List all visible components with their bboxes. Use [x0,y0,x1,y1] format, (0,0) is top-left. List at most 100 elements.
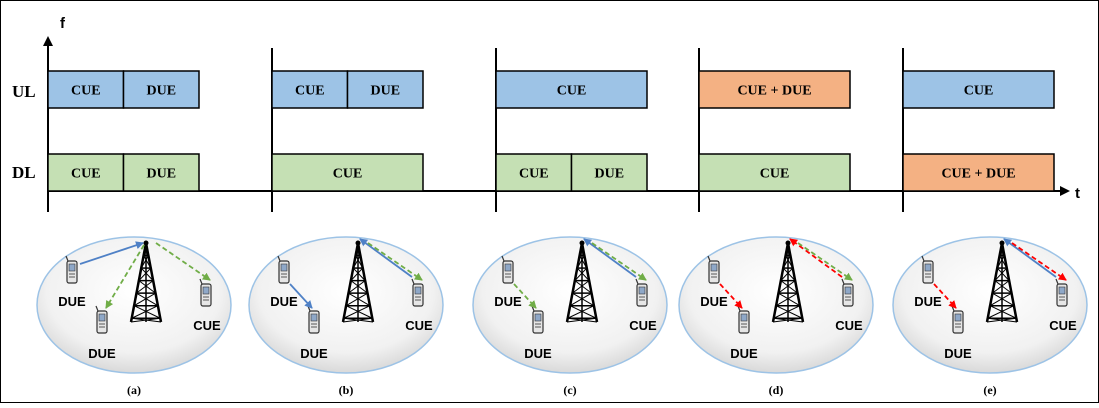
uplink-row-label: UL [12,82,36,101]
link-arrow [367,242,423,281]
due-label: DUE [300,346,328,361]
cue-label: CUE [629,318,657,333]
resource-block-rect [902,70,1055,109]
resource-block-rect [271,153,424,192]
panel-caption: (d) [769,383,784,397]
due-label: DUE [270,294,298,309]
resource-block-label: DUE [146,84,176,99]
base-station-tower-icon [771,240,805,323]
panel-caption: (b) [339,383,354,397]
block-ul-b-1: DUE [346,70,424,109]
resource-block-label: CUE [964,84,994,99]
resource-block-rect [346,70,424,109]
cue-device-icon [199,278,212,307]
panel-caption: (c) [563,383,576,397]
link-arrow [513,283,537,309]
due-device-icon [737,305,750,334]
panel-caption: (a) [127,383,141,397]
cue-device-icon [411,278,424,307]
resource-block-label: DUE [594,167,624,182]
due-device-icon [95,305,108,334]
resource-block-label: CUE [295,84,325,99]
link-arrow [933,283,957,309]
block-ul-a-1: DUE [122,70,200,109]
scene-d: DUE DUE CUE (d) [678,236,874,397]
due-label: DUE [524,346,552,361]
frequency-axis-label: f [60,15,66,32]
block-dl-a-1: DUE [122,153,200,192]
block-ul-b-0: CUE [271,70,349,109]
link-arrow [583,238,637,278]
due-label: DUE [88,346,116,361]
due-label: DUE [58,294,86,309]
resource-block-rect [122,153,200,192]
resource-block-label: CUE [333,167,363,182]
resource-block-rect [902,153,1055,192]
link-arrow [797,242,853,281]
resource-block-label: CUE + DUE [737,84,811,99]
due-label: DUE [914,294,942,309]
due-label: DUE [700,294,728,309]
scene-c: DUE DUE CUE (c) [472,236,668,397]
block-dl-a-0: CUE [47,153,125,192]
cue-label: CUE [835,318,863,333]
due-device-icon [277,255,290,284]
block-ul-a-0: CUE [47,70,125,109]
link-arrow [289,283,313,309]
base-station-tower-icon [129,240,163,323]
link-arrow [155,242,211,281]
block-ul-d-0: CUE + DUE [698,70,851,109]
block-dl-c-1: DUE [570,153,648,192]
resource-block-rect [495,153,573,192]
resource-block-label: CUE [519,167,549,182]
resource-block-label: DUE [146,167,176,182]
due-label: DUE [944,346,972,361]
link-arrow [1011,242,1067,281]
cue-device-icon [635,278,648,307]
base-station-tower-icon [341,240,375,323]
link-arrow [591,242,647,281]
resource-block-rect [495,70,648,109]
block-dl-c-0: CUE [495,153,573,192]
resource-block-rect [47,70,125,109]
resource-block-label: CUE + DUE [941,167,1015,182]
block-dl-d-0: CUE [698,153,851,192]
due-device-icon [65,255,78,284]
cue-label: CUE [1049,318,1077,333]
link-arrow [79,241,144,265]
due-device-icon [501,255,514,284]
link-arrow [719,283,743,309]
resource-block-rect [698,153,851,192]
due-device-icon [921,255,934,284]
link-arrow [359,238,413,278]
resource-block-rect [122,70,200,109]
block-ul-e-0: CUE [902,70,1055,109]
resource-block-label: DUE [370,84,400,99]
resource-block-rect [570,153,648,192]
downlink-row-label: DL [12,163,36,182]
resource-block-label: CUE [71,167,101,182]
block-dl-b-0: CUE [271,153,424,192]
due-device-icon [707,255,720,284]
resource-blocks: CUE DUE CUE DUE CUE DUE CUE CUE CUE DUE CUE + DUE C… [47,70,1055,192]
base-station-tower-icon [985,240,1019,323]
resource-block-label: CUE [760,167,790,182]
link-arrow [789,238,843,278]
due-label: DUE [730,346,758,361]
block-dl-e-0: CUE + DUE [902,153,1055,192]
resource-block-rect [698,70,851,109]
due-label: DUE [494,294,522,309]
link-arrow [1003,238,1057,278]
link-arrow [105,244,145,309]
block-ul-c-0: CUE [495,70,648,109]
panel-caption: (e) [983,383,996,397]
resource-block-label: CUE [71,84,101,99]
cue-device-icon [841,278,854,307]
resource-block-label: CUE [557,84,587,99]
base-station-tower-icon [565,240,599,323]
network-scenes: DUEDUECUE(a)DUEDUECUE(b)DUEDUECUE(c)DUED… [36,236,1088,397]
